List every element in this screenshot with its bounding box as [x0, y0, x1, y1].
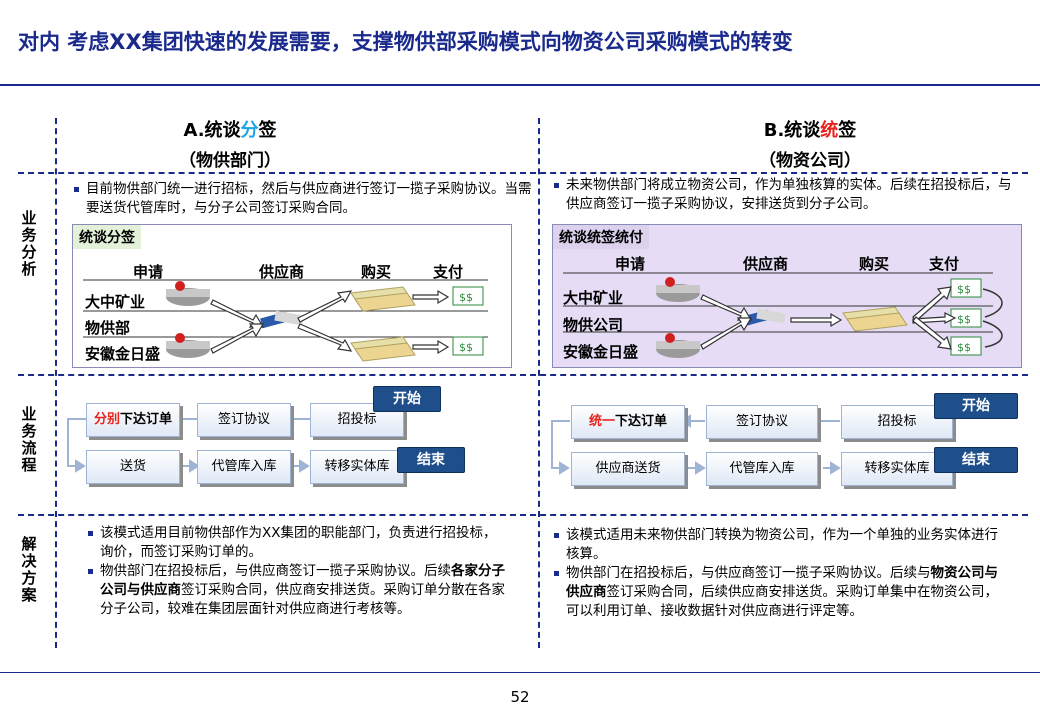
process-b-start-badge: 开始 [934, 393, 1018, 419]
solution-b-item-2-pre: 物供部门在招投标后，与供应商签订一揽子采购协议。后续与 [566, 565, 931, 581]
diagram-b-header-supplier: 供应商 [743, 255, 789, 273]
diagram-b-panel: 统谈统签统付 申请 供应商 购买 支付 大中矿业 物供公司 安徽金日盛 $$ $… [552, 224, 1022, 368]
column-a-subtitle: （物供部门） [179, 151, 281, 171]
diagram-a-row-1: 大中矿业 [85, 293, 146, 311]
solution-a-list: 该模式适用目前物供部作为XX集团的职能部门，负责进行招投标，询价，而签订采购订单… [86, 524, 506, 619]
column-b-title-highlight: 统 [820, 120, 839, 141]
svg-text:$$: $$ [957, 341, 971, 354]
solution-b-item-2: 物供部门在招投标后，与供应商签订一揽子采购协议。后续与物资公司与供应商签订采购合… [552, 564, 1002, 621]
process-b-order-highlight: 统一 [588, 414, 615, 429]
svg-text:$$: $$ [957, 283, 971, 296]
diagram-a-tag: 统谈分签 [73, 225, 141, 249]
money-icon [350, 286, 416, 312]
process-a-order-highlight: 分别 [93, 412, 120, 427]
process-a-bid: 招投标 [310, 403, 404, 437]
page-title: 对内 考虑XX集团快速的发展需要，支撑物供部采购模式向物资公司采购模式的转变 [18, 30, 793, 54]
diagram-a-header-pay: 支付 [433, 263, 464, 281]
row-label-analysis: 业务分析 [21, 209, 37, 278]
process-a-start-badge: 开始 [373, 386, 441, 412]
dollar-icon: $$ [950, 308, 982, 328]
footer-line [0, 672, 1040, 673]
process-a-order-rest: 下达订单 [120, 412, 173, 427]
solution-a-item-1: 该模式适用目前物供部作为XX集团的职能部门，负责进行招投标，询价，而签订采购订单… [86, 524, 506, 562]
process-b-order-rest: 下达订单 [615, 414, 668, 429]
column-a-title-suffix: 签 [258, 120, 277, 141]
row-divider-1 [18, 172, 1028, 174]
svg-text:$$: $$ [459, 291, 473, 304]
column-b-title-suffix: 签 [838, 120, 857, 141]
money-icon [350, 336, 416, 362]
column-b-header: B.统谈统签 （物资公司） [660, 116, 960, 171]
solution-b-item-2-post: 签订采购合同，后续供应商安排送货。采购订单集中在物资公司，可以利用订单、接收数据… [566, 584, 998, 619]
dollar-icon: $$ [950, 336, 982, 356]
handshake-icon [260, 310, 304, 329]
solution-a-item-2-pre: 物供部门在招投标后，与供应商签订一揽子采购协议。后续 [100, 563, 451, 579]
stamp-icon [656, 277, 700, 302]
dollar-icon: $$ [452, 336, 484, 356]
solution-a-item-2-post: 签订采购合同，供应商安排送货。采购订单分散在各家分子公司，较难在集团层面针对供应… [100, 582, 505, 617]
row-divider-3 [18, 514, 1028, 516]
grid-divider-left [55, 118, 57, 648]
stamp-icon [656, 333, 700, 358]
process-b-sign: 签订协议 [706, 405, 818, 439]
process-a-storage: 代管库入库 [197, 450, 291, 484]
analysis-b-item: 未来物供部门将成立物资公司，作为单独核算的实体。后续在招投标后，与供应商签订一揽… [552, 176, 1022, 214]
process-b-bid: 招投标 [841, 405, 953, 439]
row-divider-2 [18, 374, 1028, 376]
diagram-b-header-apply: 申请 [615, 255, 646, 273]
process-b-deliver: 供应商送货 [571, 452, 685, 486]
diagram-a-header-purchase: 购买 [361, 263, 392, 281]
analysis-a-item: 目前物供部门统一进行招标，然后与供应商进行签订一揽子采购协议。当需要送货代管库时… [72, 180, 532, 218]
stamp-icon [166, 333, 210, 358]
process-b-end-badge: 结束 [934, 447, 1018, 473]
analysis-b-text: 未来物供部门将成立物资公司，作为单独核算的实体。后续在招投标后，与供应商签订一揽… [552, 176, 1022, 214]
column-b-subtitle: （物资公司） [759, 151, 861, 171]
process-a-sign: 签订协议 [197, 403, 291, 437]
solution-b-list: 该模式适用未来物供部门转换为物资公司，作为一个单独的业务实体进行核算。 物供部门… [552, 526, 1002, 621]
row-label-process: 业务流程 [21, 405, 37, 474]
diagram-a-row-3: 安徽金日盛 [85, 345, 161, 363]
column-b-title-prefix: B.统谈 [763, 120, 821, 141]
column-a-header: A.统谈分签 （物供部门） [80, 116, 380, 171]
solution-b-item-2-bold: 物资公司与供应商 [566, 565, 998, 600]
page-number: 52 [510, 688, 530, 706]
diagram-b-flow: $$ $$ $$ [563, 272, 1003, 358]
diagram-a-panel: 统谈分签 申请 供应商 购买 支付 大中矿业 物供部 安徽金日盛 $$ $$ [72, 224, 512, 368]
solution-b-item-1: 该模式适用未来物供部门转换为物资公司，作为一个单独的业务实体进行核算。 [552, 526, 1002, 564]
grid-divider-middle [538, 118, 540, 648]
process-a-deliver: 送货 [86, 450, 180, 484]
column-a-title-prefix: A.统谈 [183, 120, 241, 141]
diagram-a-header-supplier: 供应商 [259, 263, 305, 281]
diagram-b-tag: 统谈统签统付 [553, 225, 649, 249]
process-a-transfer: 转移实体库 [310, 450, 404, 484]
diagram-b-row-3: 安徽金日盛 [563, 343, 639, 361]
diagram-a-row-2: 物供部 [85, 319, 131, 337]
solution-a-item-2-bold: 各家分子公司与供应商 [100, 563, 505, 598]
diagram-b-row-2: 物供公司 [563, 316, 624, 334]
process-a-order: 分别下达订单 [86, 403, 180, 437]
money-icon [842, 306, 908, 332]
process-a-end-badge: 结束 [397, 447, 465, 473]
svg-text:$$: $$ [957, 313, 971, 326]
stamp-icon [166, 281, 210, 306]
row-label-solution: 解决方案 [21, 535, 37, 604]
diagram-b-row-1: 大中矿业 [563, 289, 624, 307]
diagram-b-header-pay: 支付 [929, 255, 960, 273]
column-a-title-highlight: 分 [240, 120, 259, 141]
svg-text:$$: $$ [459, 341, 473, 354]
analysis-a-text: 目前物供部门统一进行招标，然后与供应商进行签订一揽子采购协议。当需要送货代管库时… [72, 180, 532, 218]
title-underline [0, 84, 1040, 86]
process-b-storage: 代管库入库 [706, 452, 818, 486]
diagram-a-flow: $$ $$ [83, 279, 488, 362]
diagram-b-header-purchase: 购买 [859, 255, 890, 273]
diagram-a-header-apply: 申请 [133, 263, 164, 281]
dollar-icon: $$ [452, 286, 484, 306]
process-b-order: 统一下达订单 [571, 405, 685, 439]
dollar-icon: $$ [950, 278, 982, 298]
solution-a-item-2: 物供部门在招投标后，与供应商签订一揽子采购协议。后续各家分子公司与供应商签订采购… [86, 562, 506, 619]
